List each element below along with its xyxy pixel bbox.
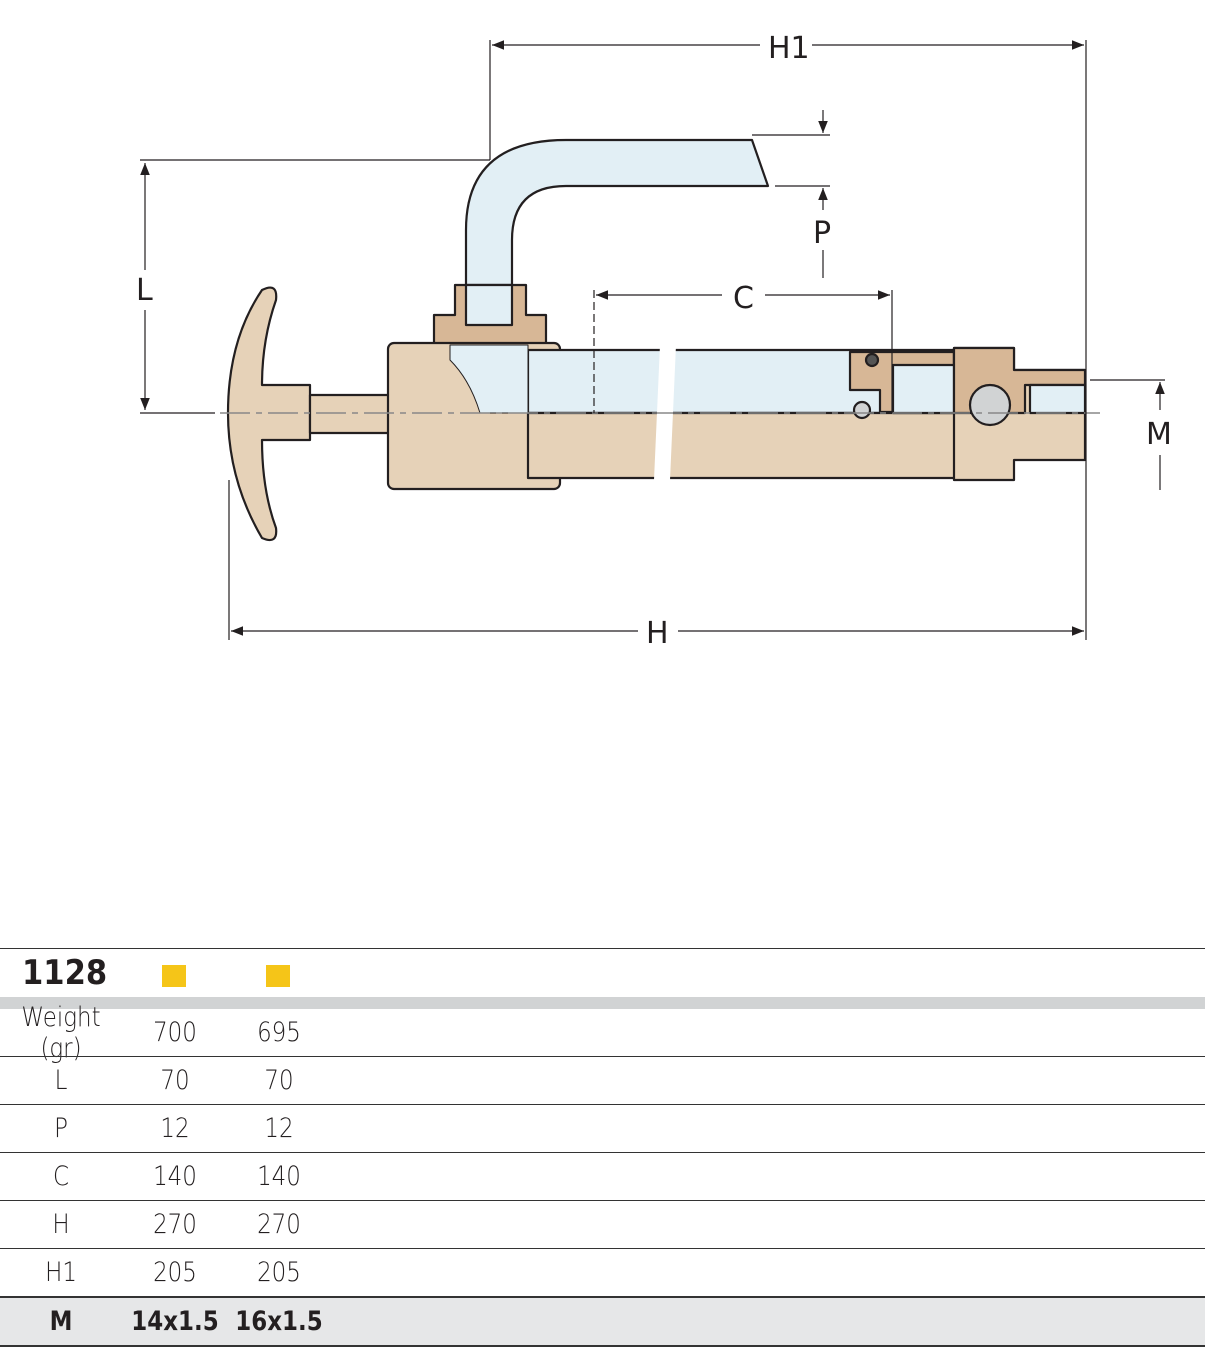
- header-band: [0, 997, 1205, 1009]
- value-1: 140: [153, 1161, 197, 1192]
- row-label: M: [49, 1306, 73, 1337]
- table-row-weight: Weight (gr) 700 695: [0, 1002, 1205, 1064]
- value-1: 70: [160, 1065, 190, 1096]
- value-1: 14x1.5: [131, 1306, 219, 1337]
- value-2: 140: [257, 1161, 301, 1192]
- table-row-c: C 140 140: [0, 1152, 1205, 1200]
- dim-label-h1: H1: [768, 31, 810, 66]
- value-2: 16x1.5: [235, 1306, 323, 1337]
- variant-swatch-2: [266, 965, 290, 987]
- dim-label-p: P: [813, 216, 831, 251]
- value-2: 12: [264, 1113, 294, 1144]
- value-2: 70: [264, 1065, 294, 1096]
- row-label: H1: [45, 1257, 77, 1288]
- value-1: 700: [153, 1017, 197, 1048]
- value-1: 205: [153, 1257, 197, 1288]
- row-label: L: [54, 1065, 68, 1096]
- spout-pipe: [464, 138, 770, 322]
- table-header: 1128: [0, 948, 1205, 997]
- table-row-l: L 70 70: [0, 1056, 1205, 1104]
- cylinder-lower: [526, 411, 960, 480]
- variant-swatch-1: [162, 965, 186, 987]
- value-1: 270: [153, 1209, 197, 1240]
- row-label: Weight (gr): [21, 1001, 101, 1064]
- value-2: 205: [257, 1257, 301, 1288]
- value-2: 270: [257, 1209, 301, 1240]
- pump-technical-drawing: H1 P L C M H: [136, 31, 1172, 651]
- value-2: 695: [257, 1017, 301, 1048]
- t-handle: [226, 286, 312, 542]
- dim-label-c: C: [733, 281, 754, 316]
- spec-table: 1128 Weight (gr) 700 695 L 70 70 P 12 12…: [0, 948, 1205, 1347]
- row-label: C: [52, 1161, 70, 1192]
- row-label: P: [54, 1113, 68, 1144]
- row-label: H: [52, 1209, 70, 1240]
- table-row-m: M 14x1.5 16x1.5: [0, 1296, 1205, 1347]
- table-row-h: H 270 270: [0, 1200, 1205, 1248]
- table-row-p: P 12 12: [0, 1104, 1205, 1152]
- dim-label-m: M: [1146, 417, 1172, 452]
- value-1: 12: [160, 1113, 190, 1144]
- table-row-h1: H1 205 205: [0, 1248, 1205, 1296]
- dim-label-h: H: [646, 616, 669, 651]
- plunger-rod: [308, 393, 392, 435]
- model-number: 1128: [22, 953, 108, 993]
- dim-label-l: L: [136, 273, 153, 308]
